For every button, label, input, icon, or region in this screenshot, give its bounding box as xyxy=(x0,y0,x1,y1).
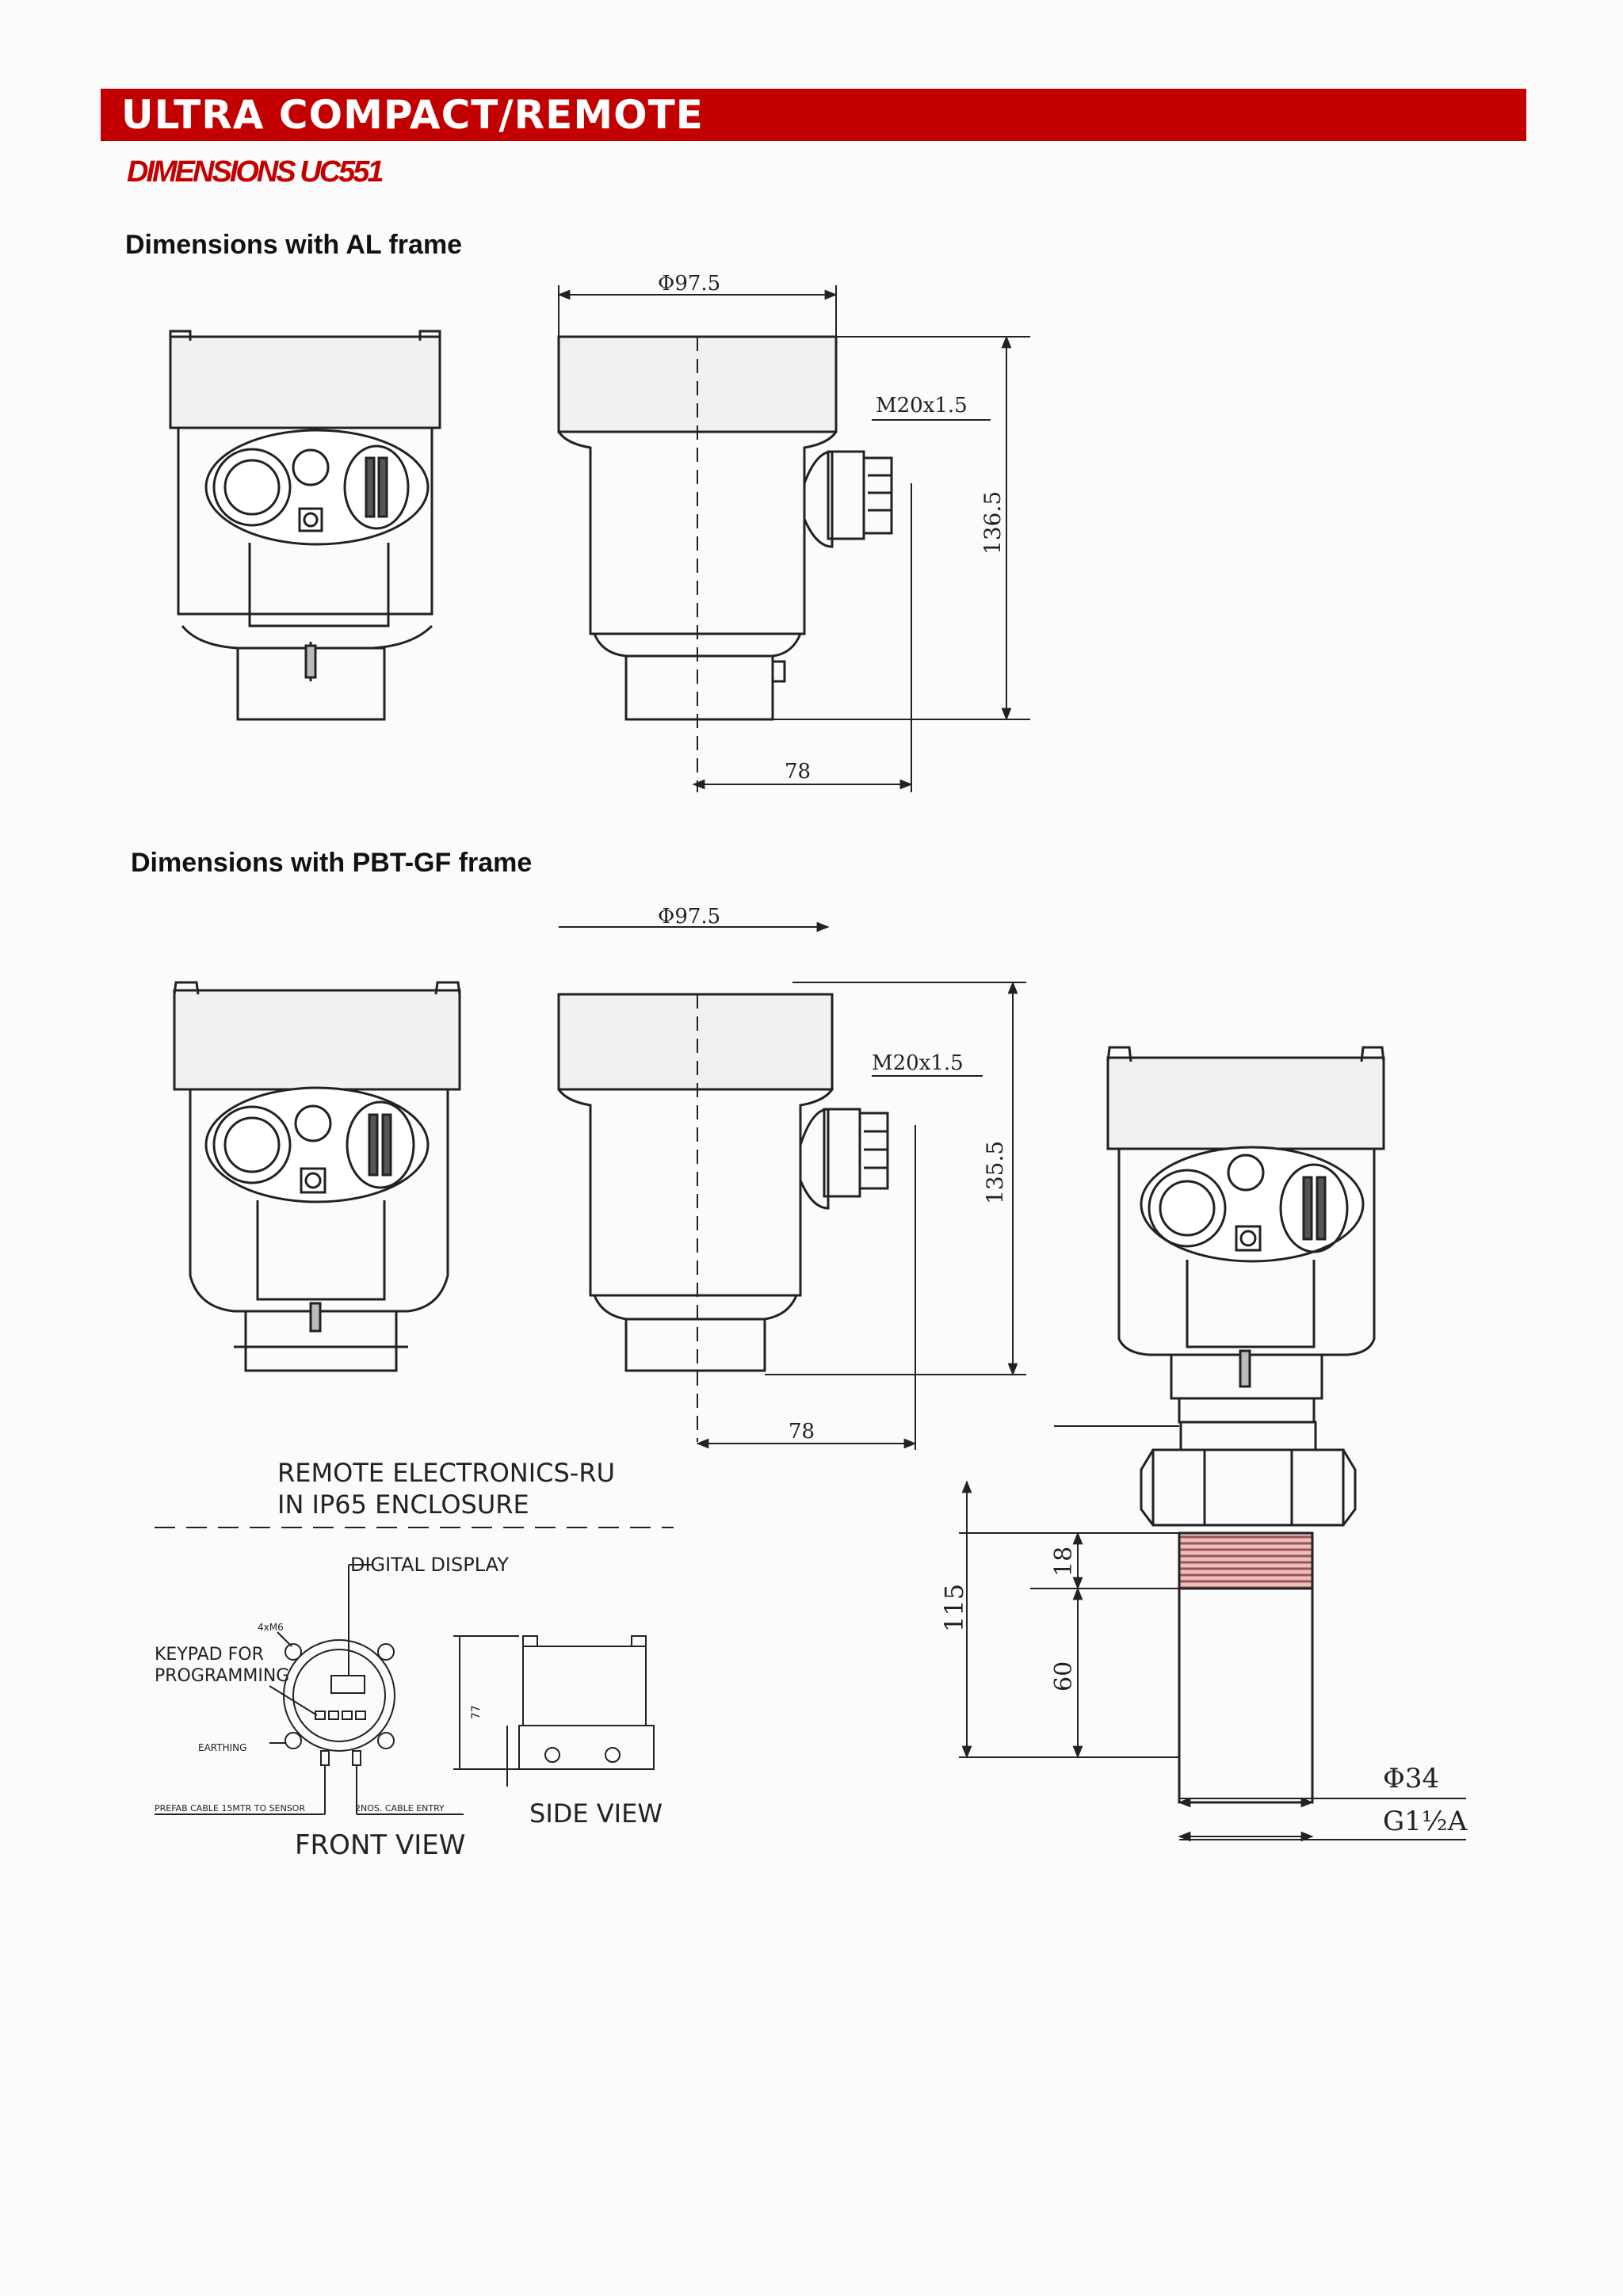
al-front-view xyxy=(169,330,441,721)
keypad-label-line1: KEYPAD FOR xyxy=(155,1645,264,1665)
pbt-depth-label: 78 xyxy=(789,1420,815,1444)
al-side-view xyxy=(557,285,1030,792)
al-diameter-label: Φ97.5 xyxy=(658,272,720,296)
al-depth-label: 78 xyxy=(785,760,811,784)
pbt-thread-label: M20x1.5 xyxy=(872,1051,964,1075)
sensor-thread-label: G1½A xyxy=(1383,1806,1468,1837)
al-height-label: 136.5 xyxy=(980,491,1006,555)
remote-title-line1: REMOTE ELECTRONICS-RU xyxy=(277,1458,615,1488)
page-title: ULTRA COMPACT/REMOTE xyxy=(121,92,704,138)
page-subtitle: DIMENSIONS UC551 xyxy=(127,155,384,189)
sensor-diameter-label: Φ34 xyxy=(1383,1763,1439,1794)
front-view-label: FRONT VIEW xyxy=(295,1829,465,1861)
pbt-height-label: 135.5 xyxy=(982,1141,1008,1204)
sensor-thread-len-label: 18 xyxy=(1050,1547,1078,1577)
earthing-label: EARTHING xyxy=(198,1742,246,1753)
remote-title-line2: IN IP65 ENCLOSURE xyxy=(277,1489,529,1520)
sensor-total-label: 115 xyxy=(939,1584,969,1632)
pbt-front-view xyxy=(173,981,461,1372)
remote-side-view xyxy=(453,1635,655,1787)
pbt-side-view xyxy=(557,921,1026,1450)
digital-display-label: DIGITAL DISPLAY xyxy=(350,1554,509,1576)
sensor-body-len-label: 60 xyxy=(1050,1661,1078,1691)
section-heading-pbt-frame: Dimensions with PBT-GF frame xyxy=(131,848,533,878)
cable-entry-label: 2NOS. CABLE ENTRY xyxy=(355,1803,445,1814)
keypad-label-line2: PROGRAMMING xyxy=(155,1666,289,1686)
prefab-cable-label: PREFAB CABLE 15MTR TO SENSOR xyxy=(155,1803,305,1814)
sensor-assembly xyxy=(959,1046,1466,1842)
section-heading-al-frame: Dimensions with AL frame xyxy=(125,230,463,260)
remote-front-view xyxy=(155,1564,464,1815)
al-thread-label: M20x1.5 xyxy=(876,394,968,418)
side-view-label: SIDE VIEW xyxy=(529,1798,663,1829)
mount-hole-label: 4xM6 xyxy=(258,1622,284,1633)
title-banner: ULTRA COMPACT/REMOTE xyxy=(101,89,1526,141)
pbt-diameter-label: Φ97.5 xyxy=(658,905,720,929)
side-height-label: 77 xyxy=(470,1705,483,1719)
